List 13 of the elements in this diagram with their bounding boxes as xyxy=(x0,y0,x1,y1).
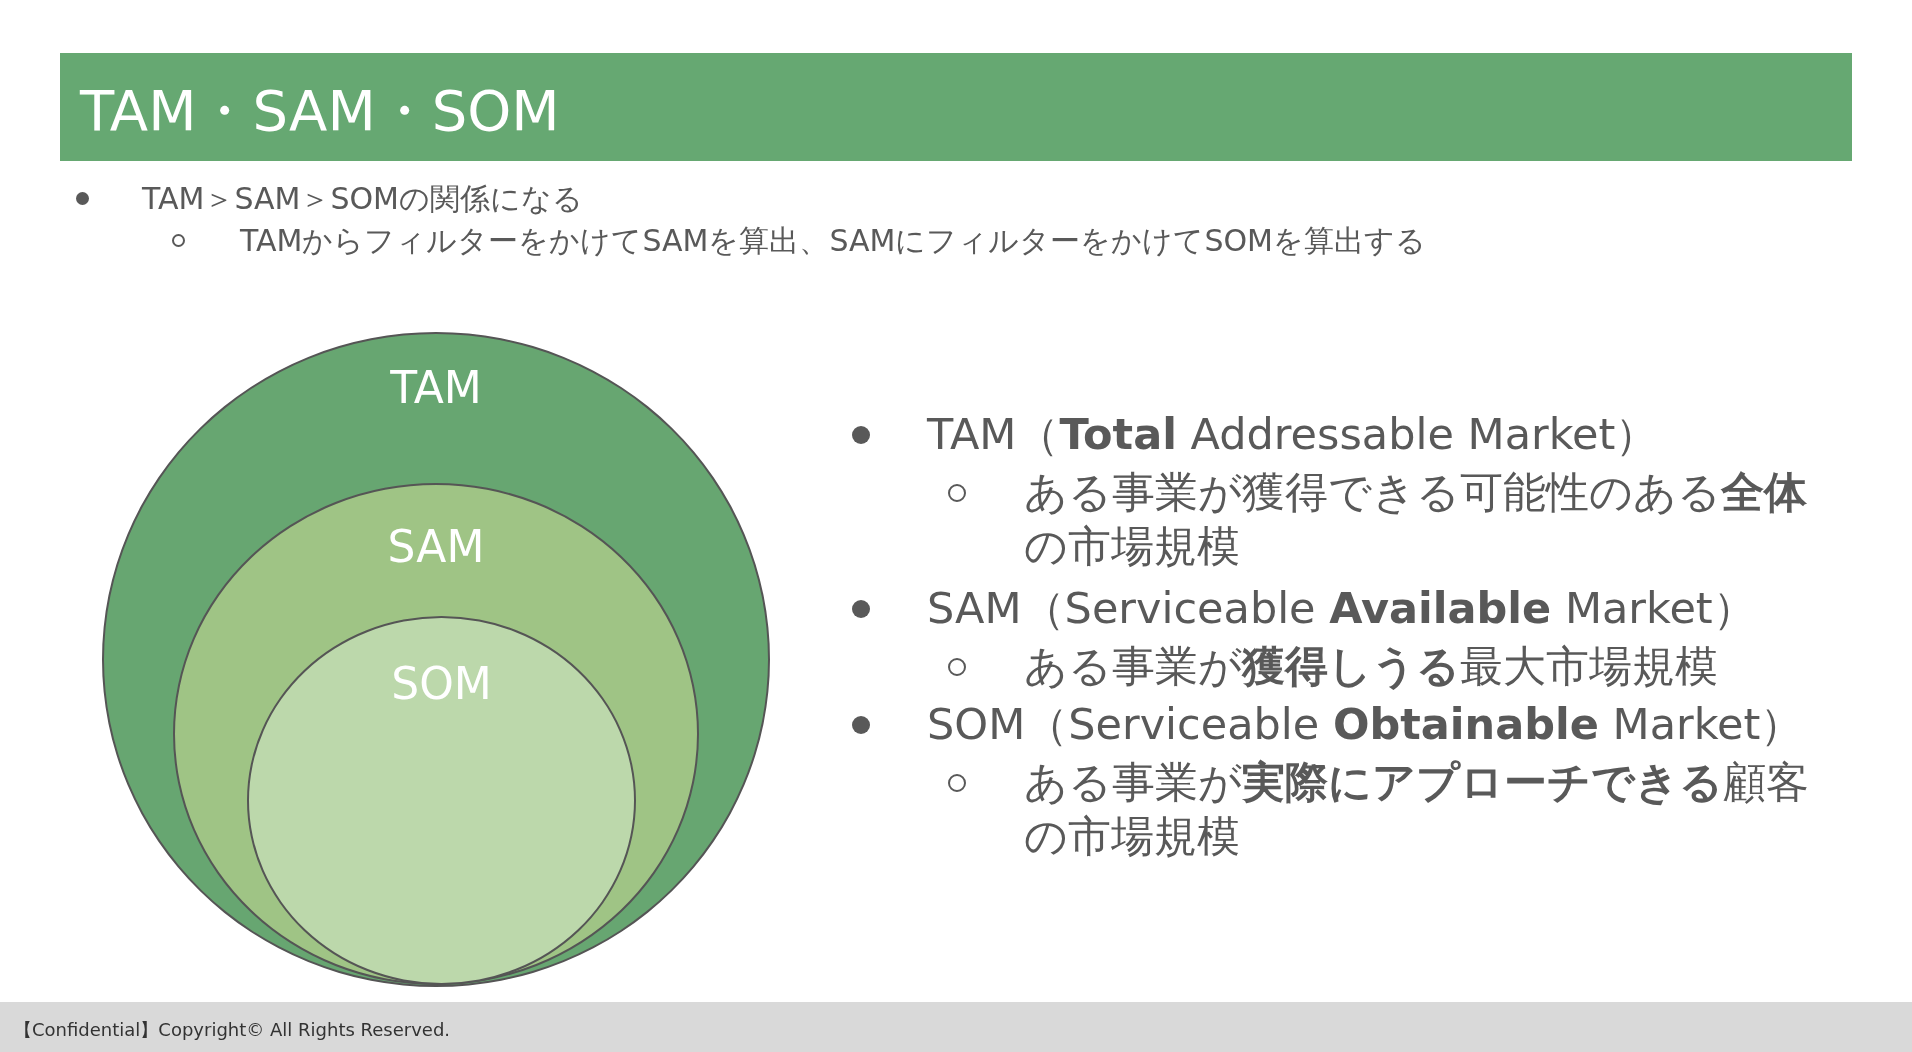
bullet-text: ある事業が獲得しうる最大市場規模 xyxy=(1024,640,1719,693)
bullet-text: ある事業が実際にアプローチできる顧客の市場規模 xyxy=(1024,756,1810,863)
circle-label: SAM xyxy=(387,521,485,572)
bullet-text: TAMからフィルターをかけてSAMを算出、SAMにフィルターをかけてSOMを算出する xyxy=(240,222,1427,260)
slide-title: TAM・SAM・SOM xyxy=(80,77,560,145)
circle-label: SOM xyxy=(391,658,492,709)
circle-label: TAM xyxy=(390,362,482,413)
bullet-text: ある事業が獲得できる可能性のある全体の市場規模 xyxy=(1024,466,1808,573)
bullet-text: TAM＞SAM＞SOMの関係になる xyxy=(142,180,584,218)
footer-text: 【Confidential】Copyright© All Rights Reserved. xyxy=(14,1019,452,1042)
bullet-text: SOM（Serviceable Obtainable Market） xyxy=(927,698,1805,751)
bullet-text: SAM（Serviceable Available Market） xyxy=(927,582,1757,635)
bullet-text: TAM（Total Addressable Market） xyxy=(927,408,1660,461)
